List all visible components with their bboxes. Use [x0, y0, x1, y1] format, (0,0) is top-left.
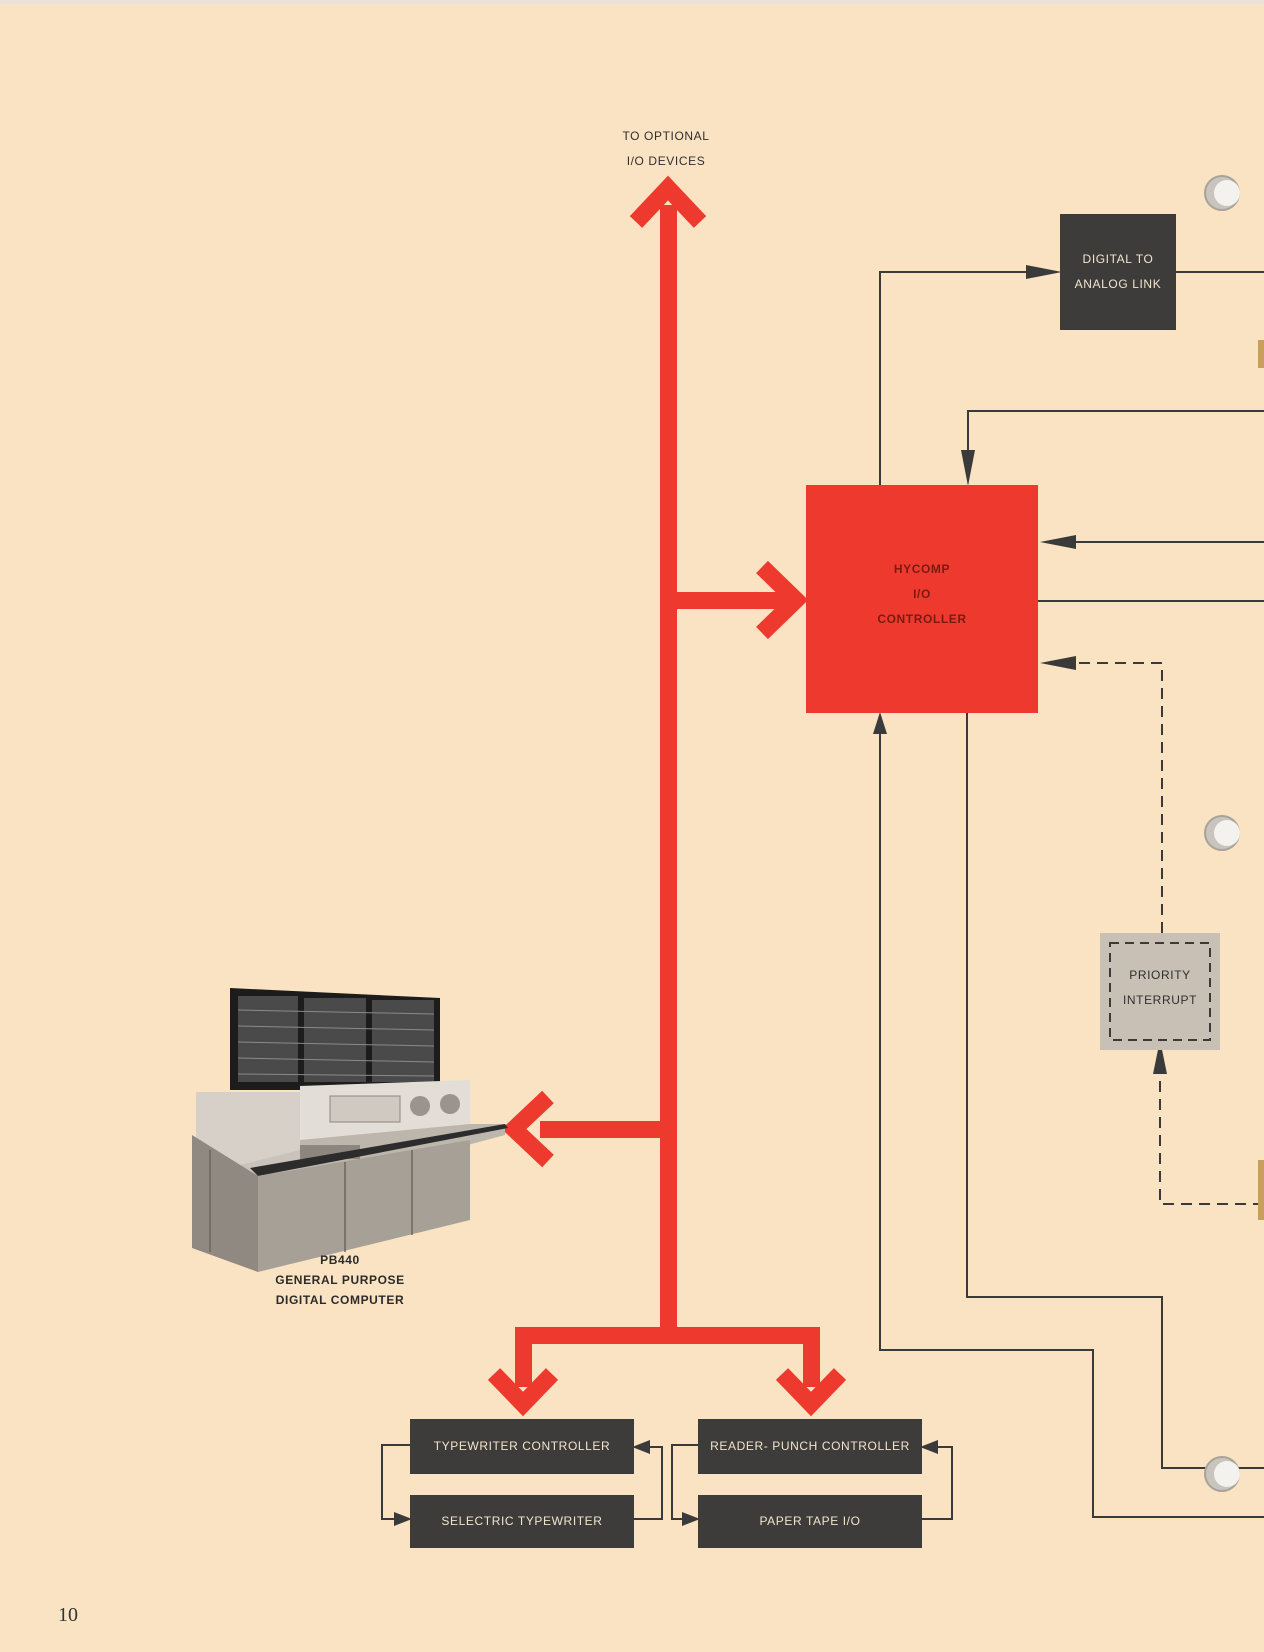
red-bus-branch-hycomp	[668, 592, 790, 609]
priority-inner-dashed	[1109, 942, 1211, 1041]
red-arrow-reader	[775, 1368, 847, 1417]
red-arrow-up	[629, 175, 707, 228]
typewriter-controller-box	[410, 1419, 634, 1474]
priority-line-2: INTERRUPT	[1122, 993, 1198, 1007]
computer-caption: PB440 GENERAL PURPOSE DIGITAL COMPUTER	[260, 1250, 420, 1310]
dac-box	[1060, 214, 1176, 330]
dac-line-2: ANALOG LINK	[1074, 277, 1162, 291]
red-arrow-hycomp	[756, 560, 809, 640]
hycomp-line-1: HYCOMP	[893, 562, 951, 576]
hycomp-box	[806, 485, 1038, 713]
arrowhead-hycomp-dashed	[1040, 656, 1076, 670]
page-number: 10	[58, 1604, 78, 1626]
computer-caption-line-3: DIGITAL COMPUTER	[275, 1293, 405, 1307]
hycomp-line-2: I/O	[913, 587, 931, 601]
typewriter-controller-label: TYPEWRITER CONTROLLER	[410, 1419, 634, 1474]
line-bottom-loop-1	[966, 712, 1264, 1469]
red-bus-down-left	[515, 1327, 532, 1387]
reader-punch-controller-label: READER- PUNCH CONTROLLER	[698, 1419, 922, 1474]
line-reader-loop	[671, 1444, 698, 1520]
dashed-right-to-priority	[1159, 1058, 1264, 1205]
selectric-typewriter-label: SELECTRIC TYPEWRITER	[410, 1495, 634, 1548]
arrowhead-hycomp-right	[1040, 535, 1076, 549]
priority-line-1: PRIORITY	[1129, 968, 1191, 982]
arrowhead-hycomp-top	[961, 450, 975, 486]
priority-box	[1100, 933, 1220, 1050]
line-typewriter-return	[634, 1446, 663, 1520]
computer-illustration	[192, 988, 508, 1272]
computer-caption-line-2: GENERAL PURPOSE	[275, 1273, 405, 1287]
arrowhead-paper-tape	[682, 1512, 700, 1526]
red-bus-bottom-horizontal	[515, 1327, 820, 1344]
computer-caption-line-1: PB440	[320, 1253, 360, 1267]
selectric-typewriter-box	[410, 1495, 634, 1548]
arrowhead-priority-bottom	[1153, 1040, 1167, 1074]
line-hycomp-to-dac	[879, 271, 1040, 485]
optional-io-label: TO OPTIONAL I/O DEVICES	[596, 124, 736, 174]
reader-punch-controller-box	[698, 1419, 922, 1474]
hycomp-line-3: CONTROLLER	[877, 612, 967, 626]
red-bus-branch-computer	[540, 1121, 668, 1138]
priority-label: PRIORITY INTERRUPT	[1100, 963, 1220, 1013]
arrowhead-dac	[1026, 265, 1062, 279]
line-reader-return	[922, 1446, 953, 1520]
arrowhead-reader-ctrl	[920, 1440, 938, 1454]
typewriter-controller-text: TYPEWRITER CONTROLLER	[433, 1439, 611, 1453]
paper-tape-box	[698, 1495, 922, 1548]
optional-io-line-2: I/O DEVICES	[626, 154, 706, 168]
optional-io-line-1: TO OPTIONAL	[622, 129, 710, 143]
paper-tape-text: PAPER TAPE I/O	[759, 1514, 861, 1528]
paper-tape-label: PAPER TAPE I/O	[698, 1495, 922, 1548]
hycomp-label: HYCOMP I/O CONTROLLER	[806, 557, 1038, 632]
arrowhead-hycomp-bottom	[873, 712, 887, 734]
line-typewriter-loop	[381, 1444, 410, 1520]
selectric-typewriter-text: SELECTRIC TYPEWRITER	[441, 1514, 603, 1528]
red-arrow-computer	[501, 1090, 554, 1168]
red-bus-vertical	[660, 205, 677, 1335]
binder-holes	[1204, 175, 1264, 1492]
arrowhead-selectric	[394, 1512, 412, 1526]
red-bus-down-right	[803, 1327, 820, 1387]
line-right-to-hycomp-top	[967, 410, 1264, 470]
dashed-priority-to-hycomp	[1068, 662, 1163, 933]
red-arrow-typewriter	[487, 1368, 559, 1417]
line-bottom-loop-2	[879, 722, 1264, 1518]
arrowhead-typewriter-ctrl	[632, 1440, 650, 1454]
reader-punch-controller-text: READER- PUNCH CONTROLLER	[710, 1439, 910, 1453]
dac-label: DIGITAL TO ANALOG LINK	[1060, 214, 1176, 330]
dac-line-1: DIGITAL TO	[1082, 252, 1154, 266]
